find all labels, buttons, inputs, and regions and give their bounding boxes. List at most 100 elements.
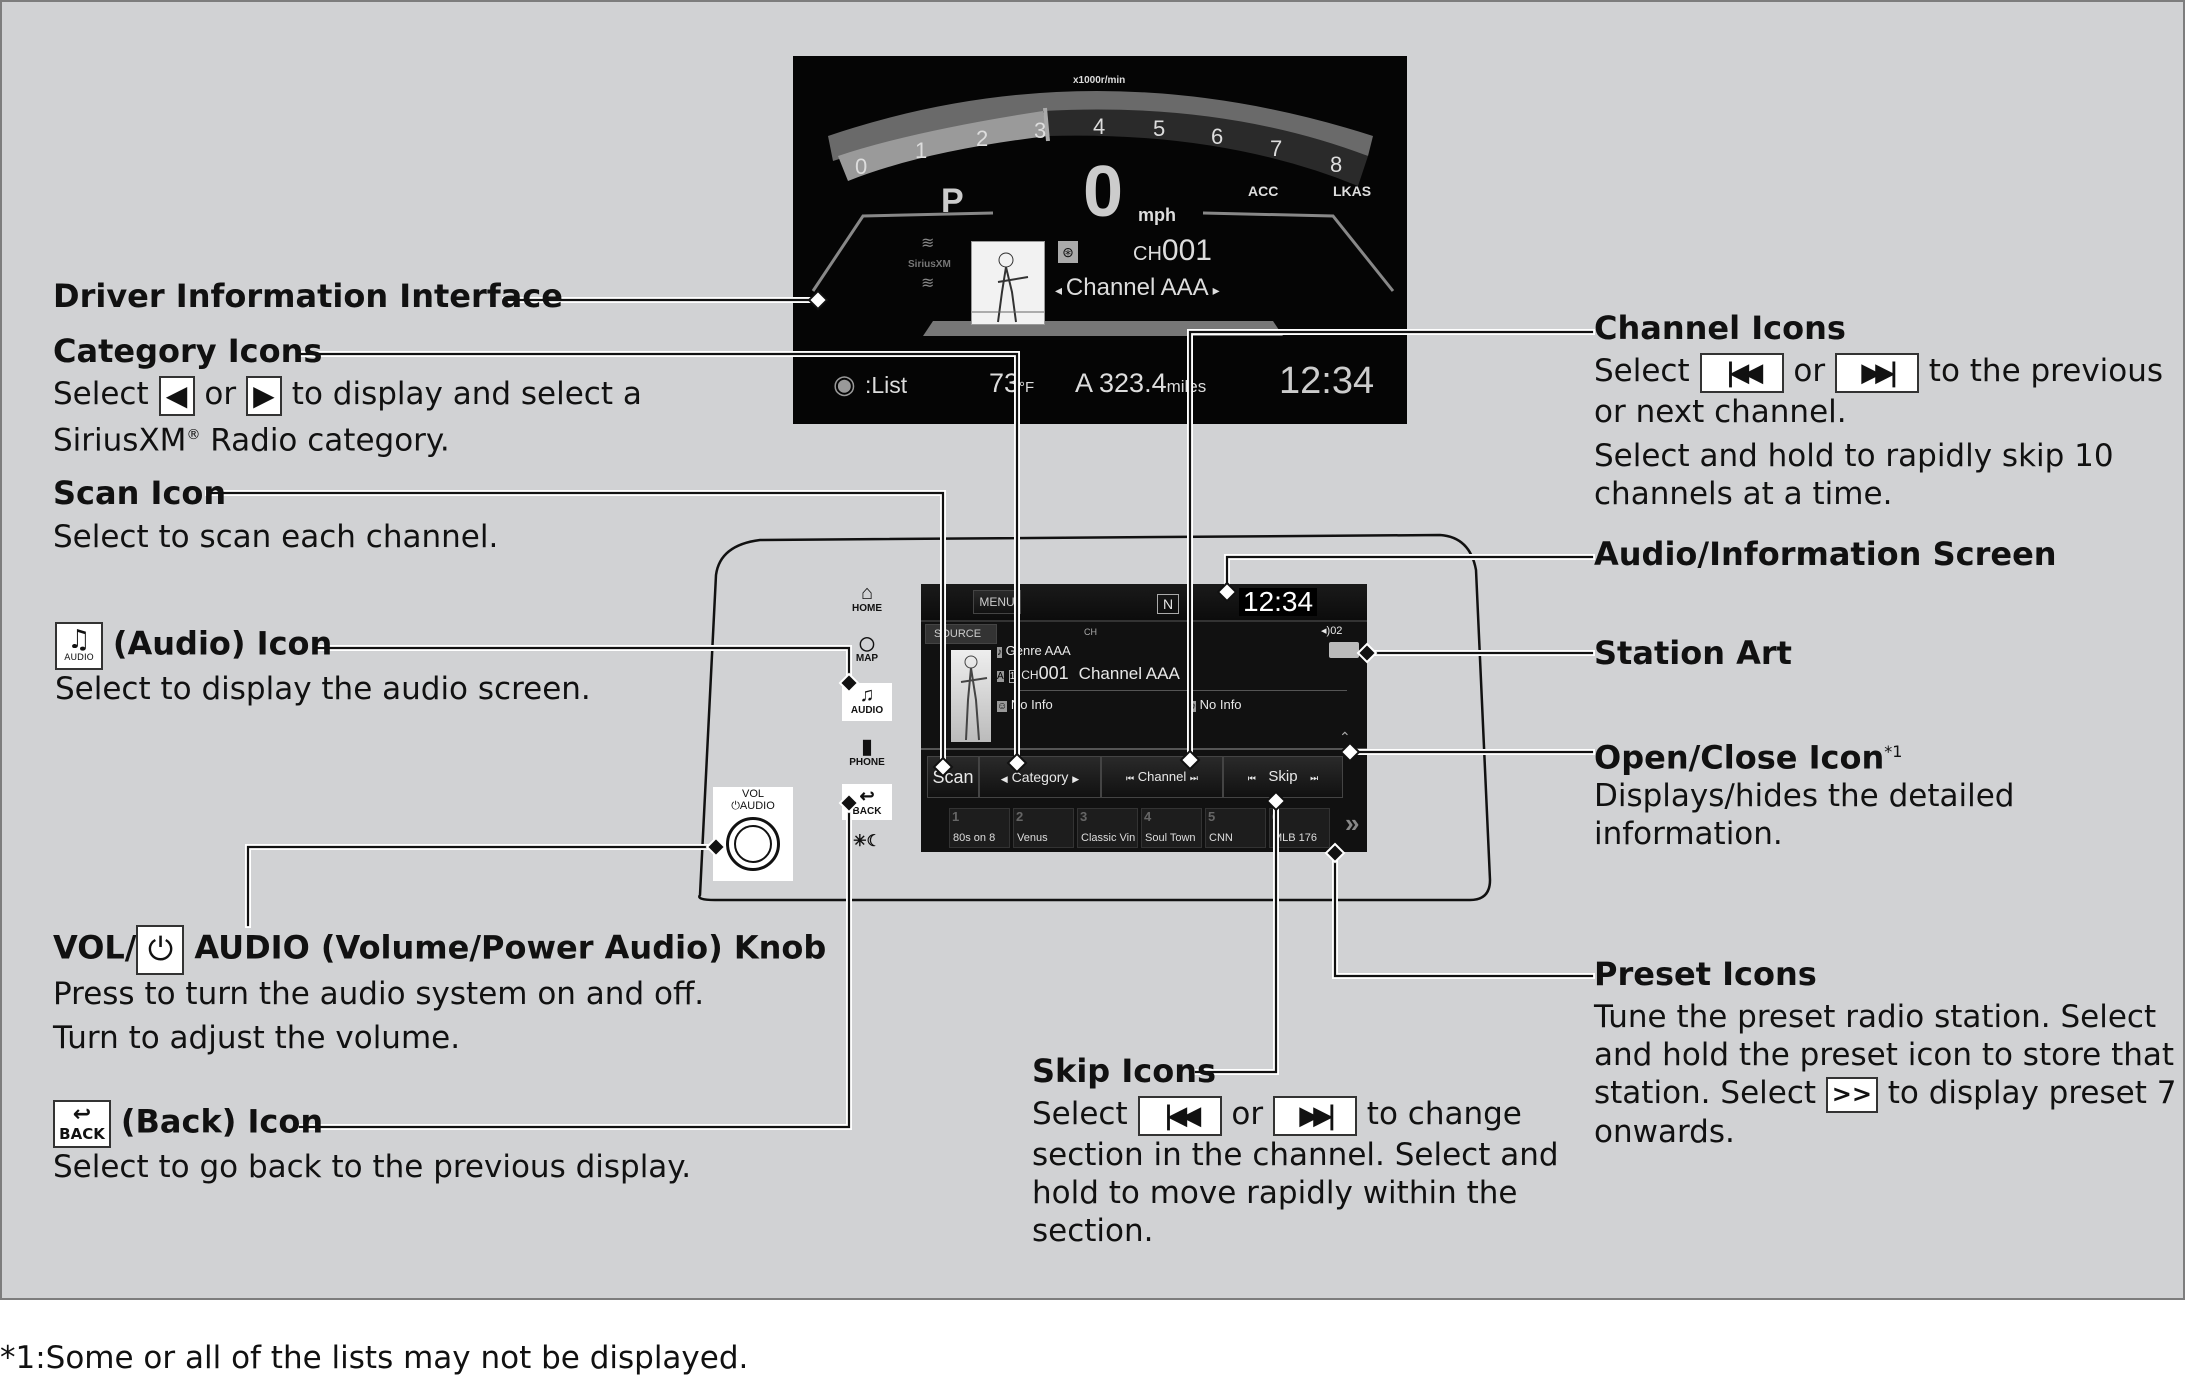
channel-line: A 1 CH001 Channel AAA xyxy=(997,664,1180,683)
category-desc-or: or xyxy=(204,376,237,412)
callout-channel: Channel Icons Select |◀◀ or ▶▶| to the p… xyxy=(1594,309,2163,513)
channel-desc-post: to the previous xyxy=(1928,353,2164,389)
channel-next-icon[interactable]: ⏭ xyxy=(1189,773,1198,783)
category-desc-line2-post: Radio category. xyxy=(200,421,450,458)
category-desc-pre: Select xyxy=(53,376,149,412)
more-presets-icon: >> xyxy=(1825,1076,1878,1113)
vol-audio-knob[interactable]: VOL ⏻AUDIO xyxy=(713,787,793,881)
ch-header: CH xyxy=(1084,627,1097,637)
album-art-small xyxy=(951,650,991,742)
rpm-tick-4: 4 xyxy=(1093,114,1106,139)
phone-icon: ▮ xyxy=(861,736,873,758)
menu-button[interactable]: MENU xyxy=(973,590,1021,614)
preset-number: 1 xyxy=(952,809,960,824)
preset-desc4: onwards. xyxy=(1594,1113,1735,1150)
guitarist-icon xyxy=(960,655,988,741)
list-selector-icon: ◉ xyxy=(833,369,856,399)
screen-clock: 12:34 xyxy=(1239,588,1318,616)
scan-desc: Select to scan each channel. xyxy=(53,519,499,555)
preset-name: Soul Town xyxy=(1145,832,1196,844)
skip-next-icon[interactable]: ⏭ xyxy=(1310,773,1319,783)
siriusxm-logo: SiriusXM xyxy=(908,259,951,270)
callout-driver-info: Driver Information Interface xyxy=(53,277,563,316)
home-button[interactable]: ⌂HOME xyxy=(842,583,892,614)
category-prev-icon[interactable]: ◀ xyxy=(1000,774,1008,784)
channel-desc-pre: Select xyxy=(1594,353,1690,389)
driver-information-interface: x1000r/min 0 1 2 3 4 5 6 7 8 P 0 mph ACC… xyxy=(793,56,1407,424)
channel-desc2-line2: channels at a time. xyxy=(1594,475,1893,512)
genre-name: Genre AAA xyxy=(1005,643,1071,658)
preset-title: Preset Icons xyxy=(1594,955,1817,993)
preset-name: Classic Vin xyxy=(1081,832,1136,844)
category-next-icon[interactable]: ▶ xyxy=(1072,774,1080,784)
info-left-text: No Info xyxy=(1010,697,1053,712)
rpm-tick-7: 7 xyxy=(1270,136,1283,161)
preset-number: 5 xyxy=(1208,809,1216,824)
channel-name-line: ◂ Channel AAA ▸ xyxy=(1055,276,1220,300)
back-desc: Select to go back to the previous displa… xyxy=(53,1149,692,1185)
trip-value: A 323.4 xyxy=(1075,368,1167,398)
more-presets-icon[interactable]: » xyxy=(1345,808,1360,838)
category-desc-post: to display and select a xyxy=(291,376,642,412)
skip-button[interactable]: ⏮ Skip ⏭ xyxy=(1223,756,1343,798)
skip-forward-icon: ▶▶| xyxy=(1834,352,1919,393)
category-button[interactable]: ◀ Category ▶ xyxy=(979,756,1101,798)
genre-line: ♪ Genre AAA xyxy=(997,644,1071,658)
channel-number: 001 xyxy=(1161,234,1212,267)
rpm-tick-0: 0 xyxy=(855,154,868,179)
open-close-icon[interactable]: ⌃ xyxy=(1339,729,1351,745)
channel-desc-or: or xyxy=(1793,353,1826,389)
knob-audio-label: ⏻AUDIO xyxy=(713,801,793,812)
audio-button[interactable]: ♫AUDIO xyxy=(842,683,892,721)
genre-icon: ♪ xyxy=(997,647,1002,658)
temperature-value: 73 xyxy=(989,368,1020,398)
channel-type-icon: A xyxy=(997,671,1004,682)
source-button[interactable]: SOURCE xyxy=(925,624,997,644)
rpm-tick-8: 8 xyxy=(1330,152,1343,177)
callout-station-art: Station Art xyxy=(1594,634,1792,673)
preset-name: Venus xyxy=(1017,832,1048,844)
back-label: BACK xyxy=(852,806,882,817)
preset-desc1: Tune the preset radio station. Select xyxy=(1594,999,2157,1035)
callout-audio: ♫AUDIO (Audio) Icon Select to display th… xyxy=(55,622,591,708)
day-night-button[interactable]: ✳☾ xyxy=(842,832,892,852)
callout-audio-info-screen: Audio/Information Screen xyxy=(1594,535,2057,574)
lkas-indicator: LKAS xyxy=(1333,183,1372,199)
callout-skip: Skip Icons Select |◀◀ or ▶▶| to change s… xyxy=(1032,1052,1559,1250)
trip-unit: miles xyxy=(1166,377,1207,396)
open-close-title: Open/Close Icon xyxy=(1594,738,1885,777)
channel-prev-icon[interactable]: ⏮ xyxy=(1126,773,1135,783)
category-desc-line2: SiriusXM xyxy=(53,421,187,458)
left-triangle-icon: ◀ xyxy=(158,375,195,416)
preset-name: MLB 176 xyxy=(1273,832,1318,844)
rpm-unit: x1000r/min xyxy=(1073,75,1126,86)
channel-button[interactable]: ⏮ Channel ⏭ xyxy=(1101,756,1223,798)
phone-button[interactable]: ▮PHONE xyxy=(842,737,892,768)
skip-desc-pre: Select xyxy=(1032,1096,1128,1132)
knob-dial[interactable] xyxy=(726,817,780,871)
driver-info-title: Driver Information Interface xyxy=(53,277,563,315)
preset-number: 6 xyxy=(1272,809,1280,824)
vol-desc2: Turn to adjust the volume. xyxy=(53,1020,461,1056)
map-button[interactable]: ◯MAP xyxy=(842,633,892,664)
back-button[interactable]: ↩BACK xyxy=(842,784,892,820)
compass-indicator: N xyxy=(1157,594,1179,614)
channel-prefix: CH xyxy=(1133,243,1162,265)
rpm-tick-2: 2 xyxy=(976,126,989,151)
callout-back: ↩BACK (Back) Icon Select to go back to t… xyxy=(53,1100,691,1186)
skip-prev-icon[interactable]: ⏮ xyxy=(1247,773,1256,783)
category-label: Category xyxy=(1011,769,1069,785)
map-label: MAP xyxy=(855,653,879,664)
preset-name: CNN xyxy=(1209,832,1233,844)
siriusxm-signal-icon: ≋ xyxy=(921,235,935,252)
preset-number: 4 xyxy=(1144,809,1152,824)
outside-temperature: 73°F xyxy=(989,370,1034,397)
siriusxm-signal-icon-lower: ≋ xyxy=(921,275,935,292)
scan-button[interactable]: Scan xyxy=(927,756,979,798)
